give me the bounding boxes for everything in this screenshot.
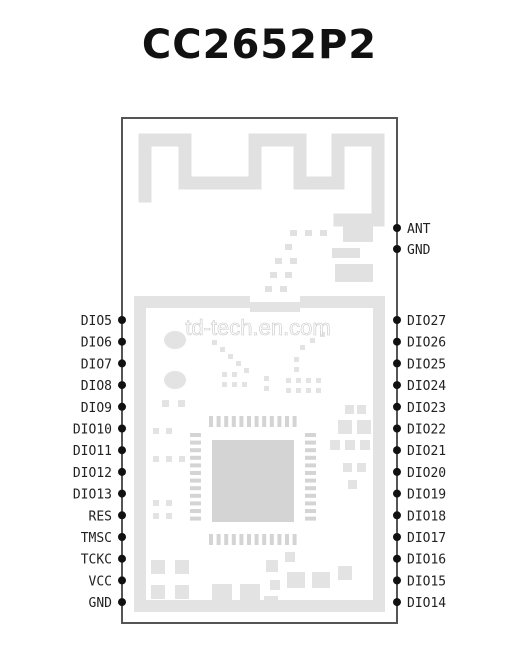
right-pin-column: ANT GND DIO27DIO26DIO25DIO24DIO23DIO22DIO2…: [393, 222, 446, 611]
right-pin-dot-4: [393, 402, 401, 411]
left-pin-dot-8: [118, 489, 126, 498]
right-top-pin-dot-1: [393, 245, 401, 253]
right-top-pin-label-1: GND: [407, 243, 431, 258]
left-pin-label-4: DIO9: [81, 401, 112, 416]
right-pin-dot-6: [393, 446, 401, 455]
left-pin-label-6: DIO11: [73, 444, 112, 459]
right-pin-label-7: DIO20: [407, 466, 446, 481]
antenna-gnd-pad: [332, 248, 360, 258]
left-pin-label-2: DIO7: [81, 357, 112, 372]
antenna-feed: [343, 225, 373, 242]
right-pin-dot-3: [393, 381, 401, 390]
left-pin-label-11: TCKC: [81, 553, 112, 568]
left-pin-dot-10: [118, 533, 126, 541]
board-outline: [121, 117, 398, 624]
left-pin-label-3: DIO8: [81, 379, 112, 394]
right-pin-dot-8: [393, 489, 401, 498]
right-pin-label-3: DIO24: [407, 379, 446, 394]
left-pin-label-8: DIO13: [73, 488, 112, 503]
right-top-pin-dot-0: [393, 224, 401, 232]
left-pin-label-5: DIO10: [73, 423, 112, 438]
right-pin-dot-12: [393, 576, 401, 585]
right-pin-dot-1: [393, 337, 401, 346]
left-pin-label-7: DIO12: [73, 466, 112, 481]
watermark: td-tech.en.com: [185, 315, 331, 340]
right-pin-label-0: DIO27: [407, 314, 446, 329]
right-top-pin-label-0: ANT: [407, 222, 431, 237]
left-pin-dot-3: [118, 381, 126, 390]
qfn-chip: [190, 416, 316, 545]
pcb-dotted-traces: [212, 332, 325, 393]
right-pin-dot-9: [393, 511, 401, 520]
right-pin-label-12: DIO15: [407, 574, 446, 589]
left-pin-label-12: VCC: [89, 574, 112, 589]
left-pin-dot-7: [118, 467, 126, 476]
right-pin-label-2: DIO25: [407, 357, 446, 372]
right-pin-label-8: DIO19: [407, 488, 446, 503]
left-pin-dot-6: [118, 446, 126, 455]
left-pin-label-0: DIO5: [81, 314, 112, 329]
right-pin-label-5: DIO22: [407, 423, 446, 438]
antenna-gnd-pad-2: [335, 264, 373, 282]
left-pin-dot-9: [118, 511, 126, 520]
right-pin-label-9: DIO18: [407, 509, 446, 524]
right-pin-dot-5: [393, 424, 401, 433]
right-pin-dot-0: [393, 316, 401, 324]
pcb-components: [151, 331, 371, 604]
left-pin-label-10: TMSC: [81, 531, 112, 546]
right-pin-dot-10: [393, 533, 401, 541]
right-pin-label-11: DIO16: [407, 553, 446, 568]
left-pin-column: DIO5DIO6DIO7DIO8DIO9DIO10DIO11DIO12DIO13…: [73, 314, 126, 611]
antenna-via-dots: [265, 230, 327, 292]
left-pin-dot-13: [118, 598, 126, 607]
right-pin-label-6: DIO21: [407, 444, 446, 459]
pcb-antenna: [138, 133, 385, 227]
left-pin-dot-5: [118, 424, 126, 433]
left-pin-dot-0: [118, 316, 126, 324]
right-pin-dot-13: [393, 598, 401, 607]
right-pin-dot-11: [393, 554, 401, 563]
left-pin-dot-11: [118, 554, 126, 563]
right-pin-label-13: DIO14: [407, 596, 446, 611]
left-pin-dot-2: [118, 359, 126, 368]
right-pin-dot-2: [393, 359, 401, 368]
left-pin-label-1: DIO6: [81, 336, 112, 351]
right-pin-dot-7: [393, 467, 401, 476]
left-pin-label-13: GND: [89, 596, 113, 611]
module-title: CC2652P2: [141, 22, 378, 68]
right-pin-label-10: DIO17: [407, 531, 446, 546]
left-pin-dot-1: [118, 337, 126, 346]
left-pin-dot-4: [118, 402, 126, 411]
left-pin-label-9: RES: [89, 509, 112, 524]
left-pin-dot-12: [118, 576, 126, 585]
right-pin-label-4: DIO23: [407, 401, 446, 416]
right-pin-label-1: DIO26: [407, 336, 446, 351]
